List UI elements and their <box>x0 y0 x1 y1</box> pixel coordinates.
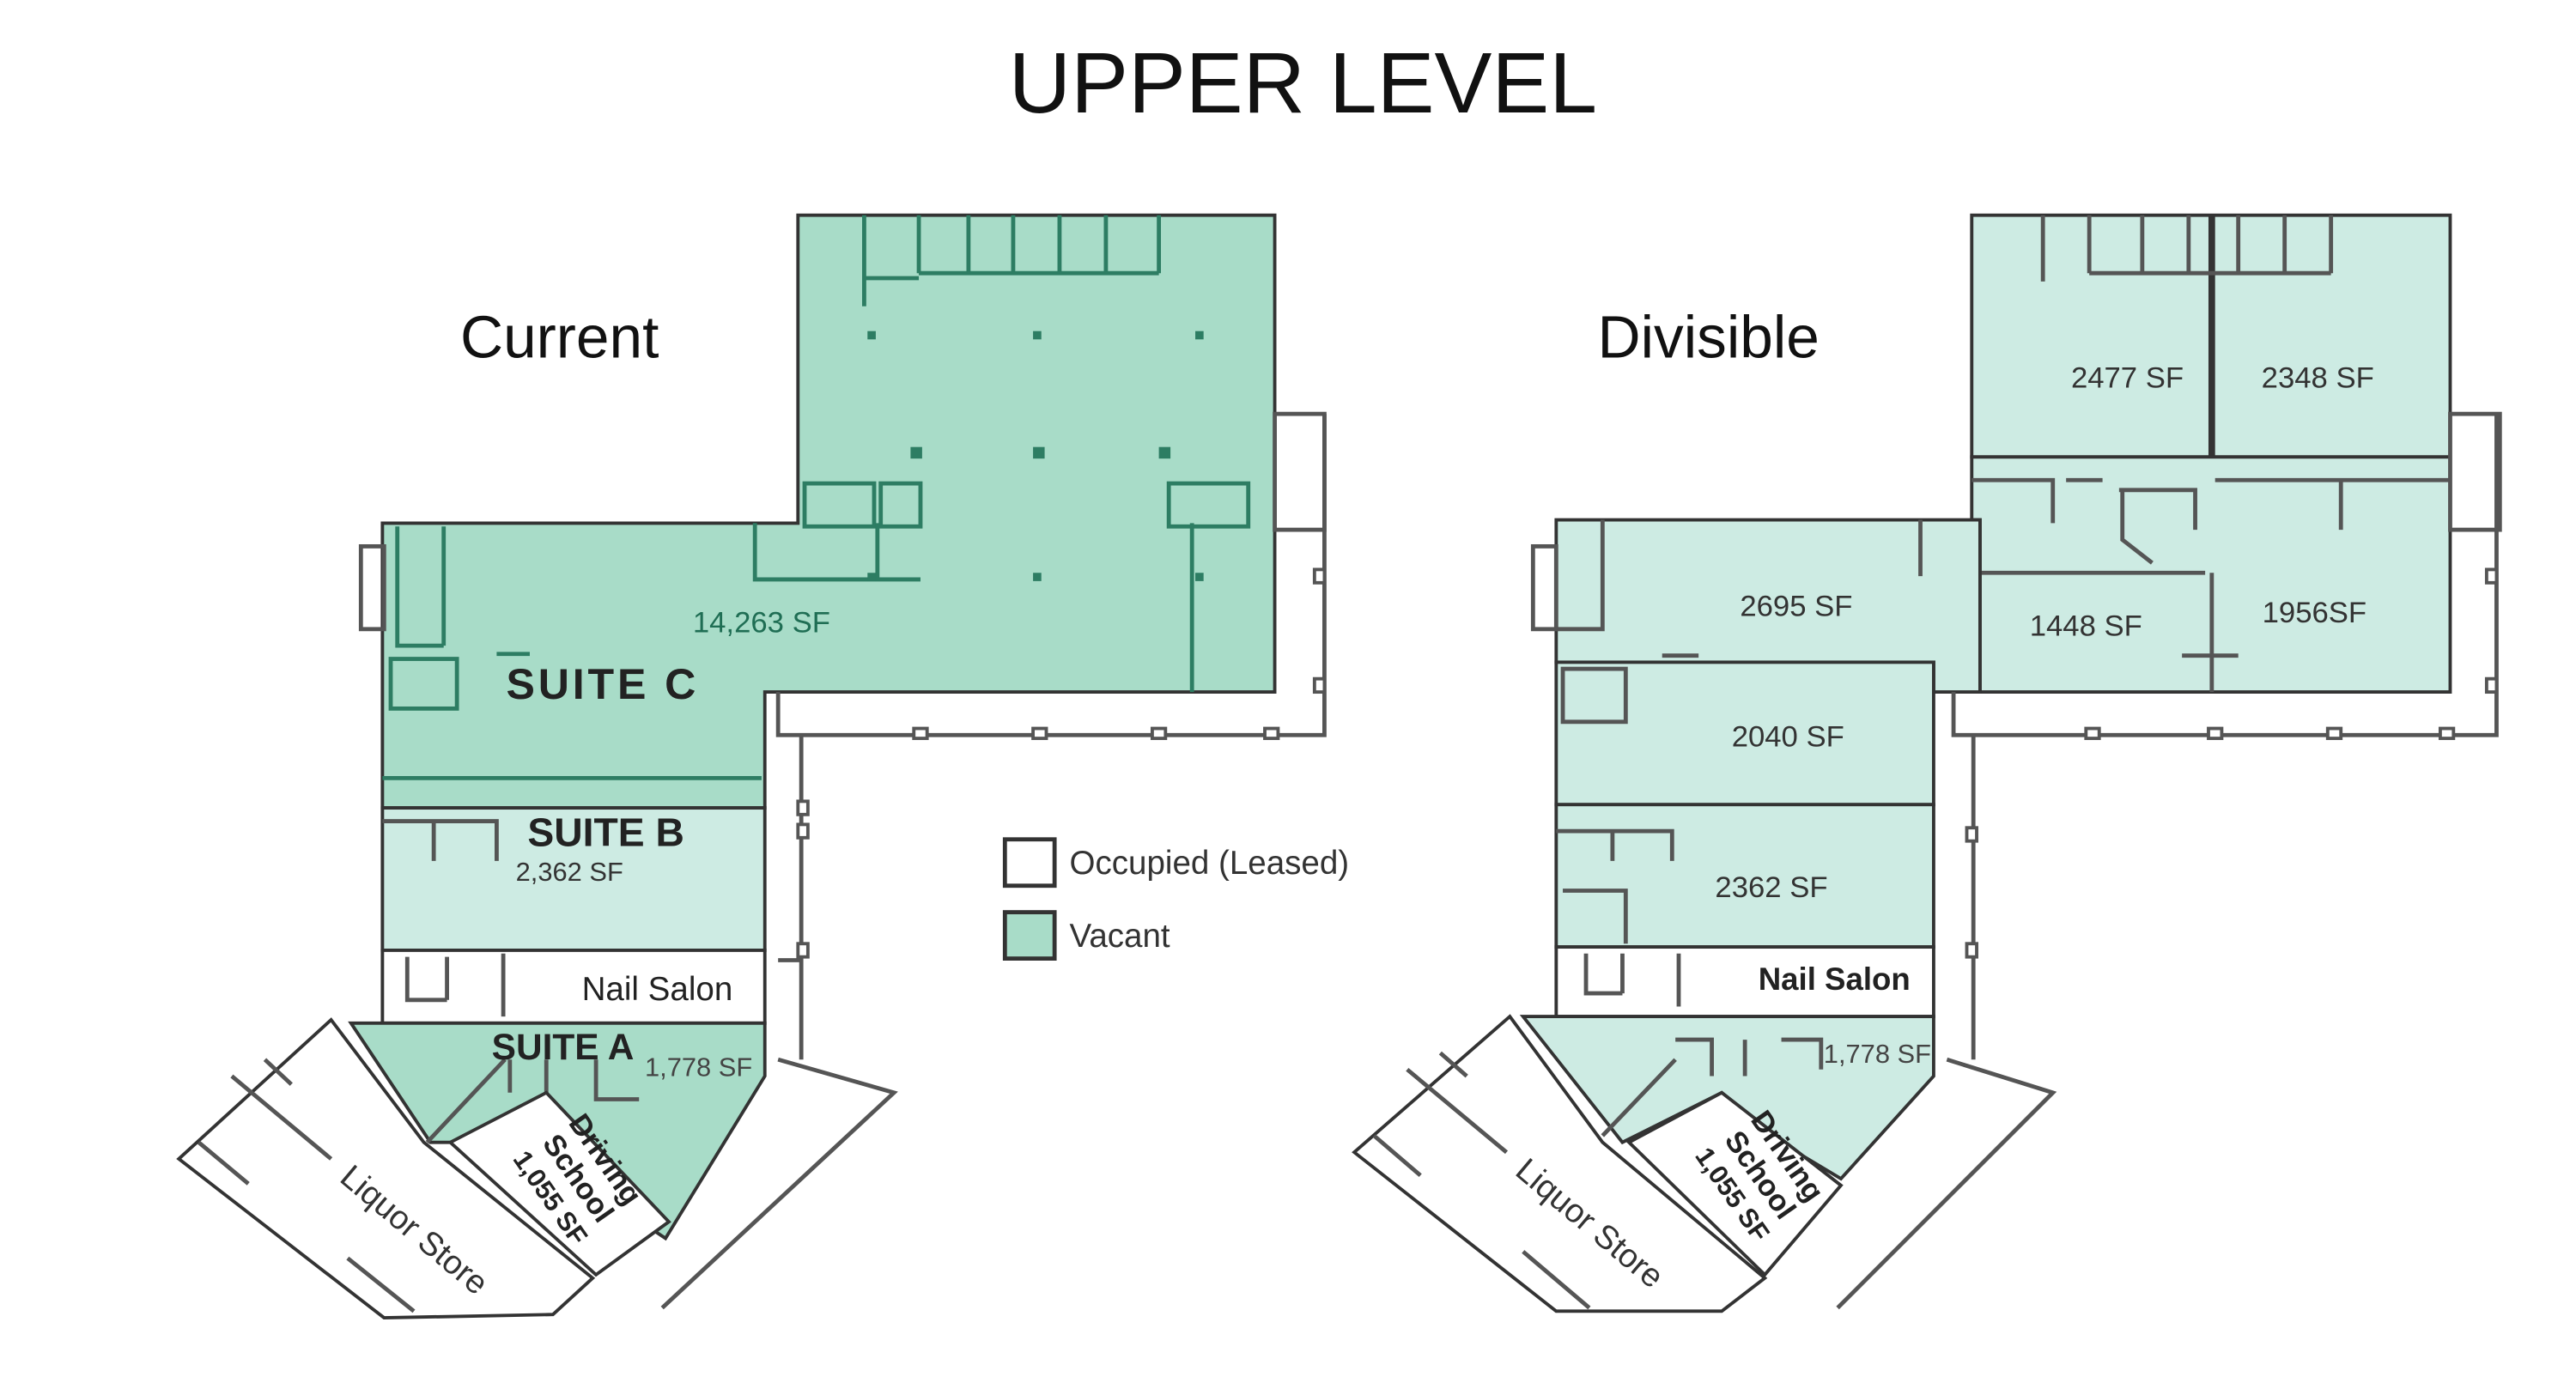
unit-2362-walls <box>1556 828 1674 944</box>
suite-b-interior-walls <box>382 819 499 861</box>
top-block-interior-walls <box>2040 215 2334 282</box>
divisible-stair-box-right <box>2448 411 2502 532</box>
current-heading: Current <box>460 304 659 371</box>
unit-1448-label: 1448 SF <box>2030 610 2142 643</box>
divisible-walkway-posts <box>1965 567 2499 959</box>
unit-1956-label: 1956SF <box>2263 597 2366 629</box>
liquor-store-walls <box>197 1058 416 1313</box>
unit-1778-walls <box>1601 1037 1824 1137</box>
liquor-store-area <box>176 1017 596 1320</box>
divisible-nail-salon-walls <box>1583 953 1681 1007</box>
current-walkway-posts <box>796 567 1327 959</box>
divisible-heading: Divisible <box>1598 304 1820 371</box>
divisible-driving-school-area <box>1625 1090 1844 1277</box>
page-title: UPPER LEVEL <box>1009 35 1597 131</box>
suite-b-name: SUITE B <box>527 810 683 854</box>
unit-2695-label: 2695 SF <box>1740 590 1852 622</box>
suite-b-area-label: 2,362 SF <box>516 857 623 887</box>
nail-salon-walls <box>404 953 506 1017</box>
restroom-box <box>1560 666 1628 725</box>
stair-box-left <box>358 543 386 632</box>
suite-c-columns <box>867 331 1204 581</box>
middle-band-interior-walls <box>1971 477 2451 693</box>
unit-2362-label: 2362 SF <box>1715 871 1827 904</box>
divisible-liquor-store-area <box>1352 1014 1768 1313</box>
suite-c-name: SUITE C <box>506 660 699 708</box>
nail-salon-label: Nail Salon <box>582 971 733 1008</box>
unit-2362-area <box>1554 803 1935 949</box>
unit-2040-area <box>1554 660 1935 807</box>
suite-a-walls <box>425 1058 640 1144</box>
divisible-stair-box-left <box>1530 543 1558 632</box>
driving-school-area <box>447 1090 671 1277</box>
legend-vacant-swatch <box>1002 910 1057 961</box>
legend: Occupied (Leased) Vacant <box>1002 837 1350 961</box>
current-plan: Current 14,263 SF SUITE C SUITE B 2,362 <box>176 213 1327 1320</box>
stair-box-right <box>1273 411 1327 532</box>
divisible-nail-salon-label: Nail Salon <box>1759 961 1911 997</box>
suite-c-area-label: 14,263 SF <box>693 607 830 640</box>
suite-a-name: SUITE A <box>492 1027 635 1067</box>
unit-2477-label: 2477 SF <box>2071 361 2184 394</box>
unit-1778-label: 1,778 SF <box>1824 1039 1931 1069</box>
divisible-liquor-store-walls <box>1372 1051 1591 1310</box>
legend-occupied-swatch <box>1002 837 1057 889</box>
divisible-nail-salon-area <box>1554 945 1935 1019</box>
suite-a-area-label: 1,778 SF <box>645 1052 752 1083</box>
unit-2040-label: 2040 SF <box>1732 721 1844 754</box>
divisible-plan: Divisible 2477 SF 2348 SF 1448 SF 1956SF… <box>1352 213 2502 1313</box>
unit-2348-label: 2348 SF <box>2262 361 2374 394</box>
unit-2695-walls <box>1556 519 1923 658</box>
current-walkway <box>660 414 1327 1310</box>
legend-occupied-label: Occupied (Leased) <box>1070 845 1350 882</box>
legend-vacant-label: Vacant <box>1070 918 1170 955</box>
suite-c-interior-walls <box>382 215 1251 780</box>
